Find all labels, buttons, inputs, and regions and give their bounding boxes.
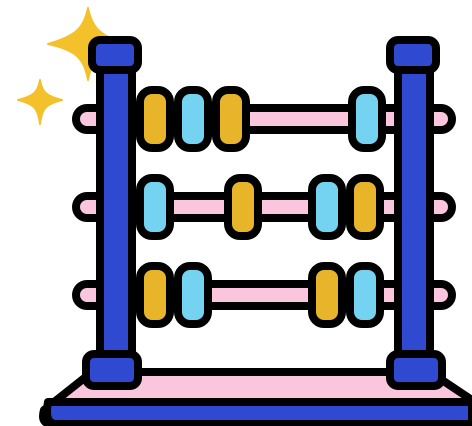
bead (136, 262, 174, 328)
bead (346, 262, 384, 328)
right-post-cap (386, 36, 440, 74)
bead (174, 86, 212, 152)
right-post-foot (386, 350, 446, 390)
bead (348, 86, 386, 152)
left-post (96, 54, 136, 374)
bead (224, 174, 262, 240)
right-post (394, 54, 434, 374)
left-post-foot (82, 350, 142, 390)
bead (136, 86, 174, 152)
abacus-frame (82, 36, 446, 390)
bead (136, 174, 174, 240)
sparkle-small-icon (17, 79, 63, 125)
bead (212, 86, 250, 152)
bead (308, 174, 346, 240)
abacus-beads (136, 86, 386, 328)
abacus-base-front (43, 398, 472, 426)
bead (346, 174, 384, 240)
left-post-cap (88, 36, 142, 74)
bead (308, 262, 346, 328)
bead (174, 262, 212, 328)
